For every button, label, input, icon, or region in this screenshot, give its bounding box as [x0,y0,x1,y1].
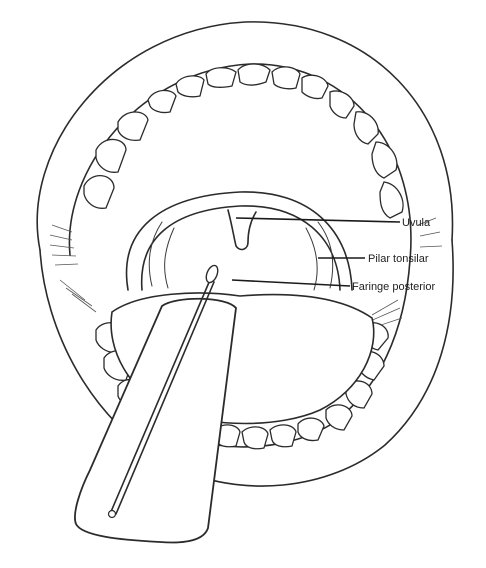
left-tonsillar-pillar [149,222,162,286]
upper-teeth [84,64,403,218]
uvula-leader [236,218,400,222]
pharynx-leader [232,280,350,286]
right-tonsillar-pillar [318,222,333,288]
swab-tip [204,264,220,284]
mouth-corner-shading-left [50,225,96,312]
mouth-corner-shading-right [366,218,442,330]
label-tonsillar-pillar: Pilar tonsilar [368,253,429,265]
uvula-shape [228,210,256,249]
label-posterior-pharynx: Faringe posterior [352,281,435,293]
label-uvula: Uvula [402,217,431,229]
